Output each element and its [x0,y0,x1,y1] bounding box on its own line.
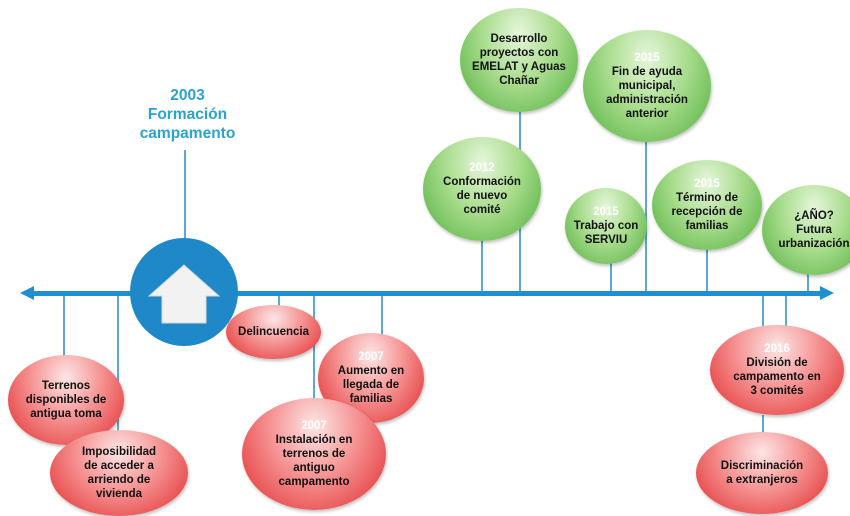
event-text: Terrenos disponibles de antigua toma [25,380,107,420]
timeline-axis [30,291,820,296]
event-year: 2016 [764,343,790,355]
stem-aumento [381,296,383,338]
event-year: 2015 [694,178,720,190]
event-discriminacion: Discriminación a extranjeros [696,432,828,514]
event-year: 2015 [634,52,660,64]
event-text: Término de recepción de familias [671,192,743,232]
stem-2015-serviu [610,262,612,293]
event-year: 2007 [301,420,327,432]
event-text: División de campamento en 3 comités [733,357,821,397]
event-imposibilidad-arriendo: Imposibilidad de acceder a arriendo de v… [50,430,188,516]
stem-2015-termino [706,245,708,293]
event-2016-division: 2016 División de campamento en 3 comités [710,325,844,415]
event-delincuencia: Delincuencia [226,305,321,359]
stem-2012 [481,230,483,293]
stem-2003 [184,150,186,242]
arrow-right-icon [820,286,834,300]
stem-terrenos [63,296,65,360]
event-text: Delincuencia [238,326,309,338]
stem-2016-b [785,296,787,328]
event-year: 2012 [469,162,495,174]
stem-imposibilidad [117,296,119,444]
event-2012-comite: 2012 Conformación de nuevo comité [423,137,541,241]
event-text: Discriminación a extranjeros [720,460,804,486]
event-2015-termino: 2015 Término de recepción de familias [652,160,762,250]
event-2007-instalacion: 2007 Instalación en terrenos de antiguo … [242,398,386,510]
title-2003: 2003 Formación campamento [110,86,265,143]
house-icon [147,264,221,324]
title-text: Formación campamento [139,106,236,142]
event-year: 2015 [593,206,619,218]
event-text: Imposibilidad de acceder a arriendo de v… [81,446,157,500]
event-text: Trabajo con SERVIU [573,220,639,246]
stem-instalacion [313,296,315,404]
stem-2015-fin [645,140,647,293]
stem-ano [807,270,809,293]
stem-discriminacion [762,415,764,435]
stem-delincuencia [278,296,280,312]
event-text: Desarrollo proyectos con EMELAT y Aguas … [472,33,566,87]
event-emelat: Desarrollo proyectos con EMELAT y Aguas … [460,8,578,112]
event-text: Fin de ayuda municipal, administración a… [606,66,688,120]
event-text: Conformación de nuevo comité [443,176,521,216]
event-2015-serviu: 2015 Trabajo con SERVIU [565,188,647,264]
event-text: Aumento en llegada de familias [337,365,405,405]
title-year: 2003 [170,87,205,104]
event-year: 2007 [358,351,384,363]
stem-2016 [762,296,764,328]
event-text: Instalación en terrenos de antiguo campa… [275,434,353,488]
event-text: ¿AÑO? Futura urbanización [778,210,850,250]
arrow-left-icon [20,286,34,300]
event-futura-urbanizacion: ¿AÑO? Futura urbanización [762,185,850,275]
event-2015-fin-ayuda: 2015 Fin de ayuda municipal, administrac… [583,30,711,142]
